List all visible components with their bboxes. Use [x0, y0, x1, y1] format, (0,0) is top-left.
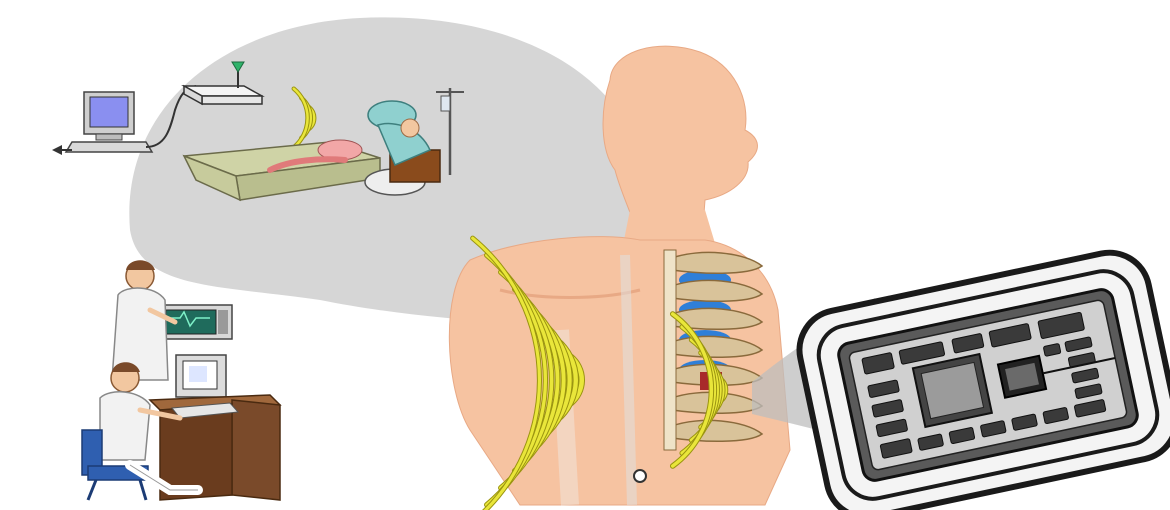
- computer-terminal-icon: [52, 92, 152, 155]
- rib: [672, 252, 762, 273]
- operator-at-workstation-icon: [82, 355, 280, 500]
- implanted-sensor-chip-icon: [792, 245, 1170, 510]
- spine: [664, 250, 676, 450]
